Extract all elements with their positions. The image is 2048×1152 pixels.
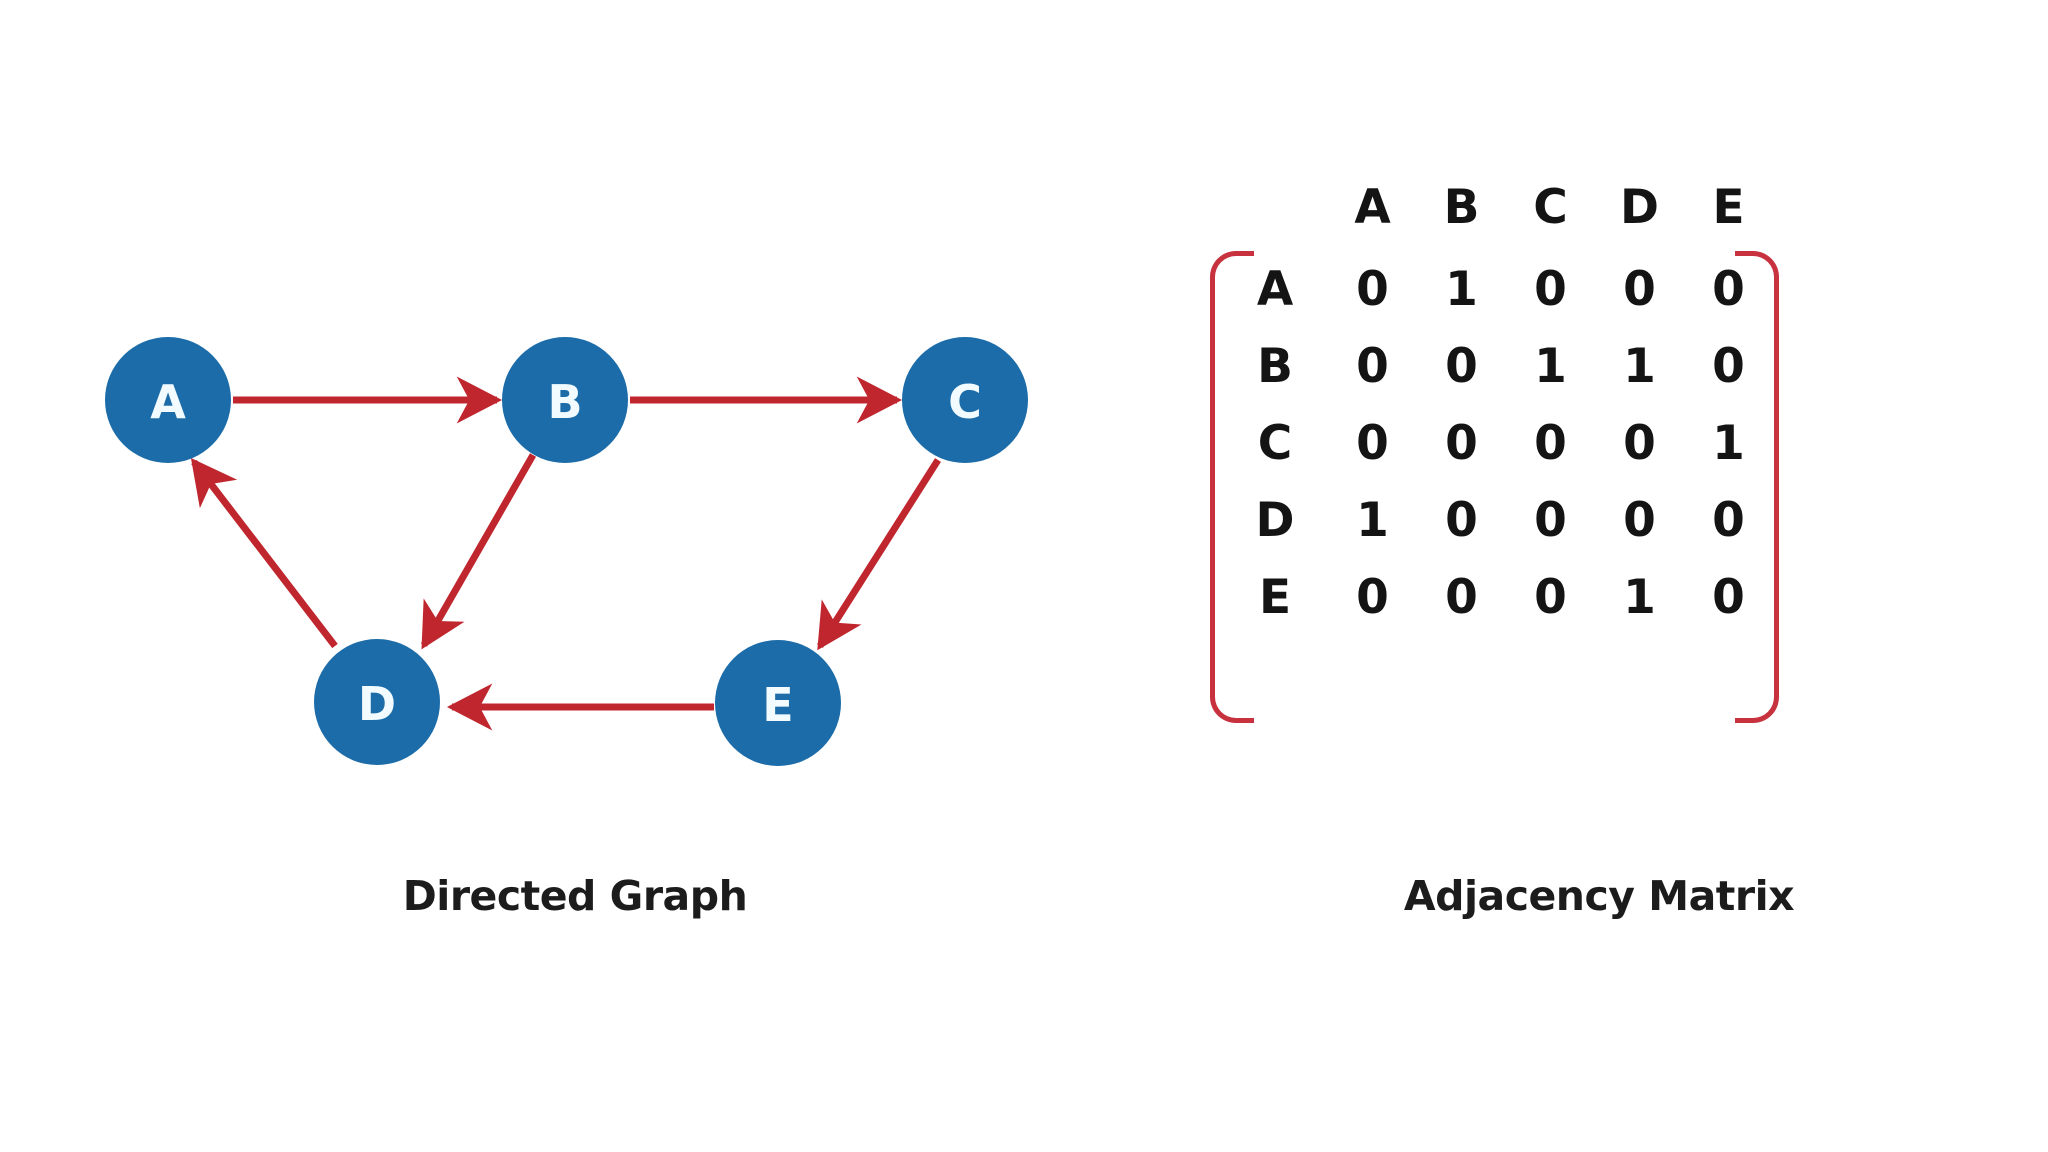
adjacency-matrix-caption: Adjacency Matrix: [1403, 872, 1795, 920]
graph-node-e[interactable]: E: [715, 640, 841, 766]
matrix-corner-cell: [1222, 165, 1328, 251]
matrix-cell-b-b: 0: [1445, 339, 1478, 394]
matrix-cell-d-e: 0: [1712, 493, 1745, 548]
matrix-row-header-a: A: [1256, 262, 1294, 317]
matrix-row-header-b: B: [1257, 339, 1293, 394]
graph-nodes: A B C D E: [105, 337, 1028, 766]
matrix-cell-e-a: 0: [1356, 570, 1389, 625]
node-label-b: B: [547, 375, 582, 429]
adjacency-matrix-table: A B C D E A 0 1 0 0 0 B 0 0: [1222, 165, 1773, 636]
matrix-cell-d-c: 0: [1534, 493, 1567, 548]
matrix-cell-e-e: 0: [1712, 570, 1745, 625]
matrix-col-header-b: B: [1443, 180, 1480, 235]
matrix-row-header-e: E: [1258, 570, 1292, 625]
node-label-e: E: [762, 678, 793, 732]
edge-d-a: [190, 457, 338, 649]
node-circle-e[interactable]: [715, 640, 841, 766]
node-label-a: A: [150, 375, 186, 429]
adjacency-matrix-panel: A B C D E A 0 1 0 0 0 B 0 0: [1150, 0, 2048, 1152]
edge-b-d: [420, 453, 537, 650]
matrix-col-header-c: C: [1533, 180, 1568, 235]
matrix-col-header-a: A: [1354, 180, 1391, 235]
matrix-header-row: A B C D E: [1222, 165, 1773, 251]
node-circle-b[interactable]: [502, 337, 628, 463]
matrix-right-bracket: [1735, 251, 1779, 723]
matrix-row-a: A 0 1 0 0 0: [1222, 251, 1773, 328]
matrix-left-bracket: [1210, 251, 1254, 723]
matrix-cell-b-a: 0: [1356, 339, 1389, 394]
matrix-cell-b-c: 1: [1534, 339, 1567, 394]
matrix-cell-d-d: 0: [1623, 493, 1656, 548]
matrix-col-header-d: D: [1619, 180, 1659, 235]
matrix-cell-a-a: 0: [1356, 262, 1389, 317]
edge-c-e: [817, 458, 941, 651]
directed-graph-svg: A B C D E: [105, 337, 1028, 766]
matrix-cell-b-d: 1: [1623, 339, 1656, 394]
matrix-cell-c-e: 1: [1712, 416, 1745, 471]
matrix-row-header-c: C: [1257, 416, 1293, 471]
graph-node-c[interactable]: C: [902, 337, 1028, 463]
matrix-cell-a-b: 1: [1445, 262, 1478, 317]
graph-node-b[interactable]: B: [502, 337, 628, 463]
matrix-col-header-e: E: [1712, 180, 1745, 235]
node-label-c: C: [948, 375, 982, 429]
matrix-cell-e-d: 1: [1623, 570, 1656, 625]
adjacency-matrix-grid: A B C D E A 0 1 0 0 0 B 0 0: [1210, 165, 1779, 723]
node-circle-a[interactable]: [105, 337, 231, 463]
matrix-cell-e-c: 0: [1534, 570, 1567, 625]
graph-node-d[interactable]: D: [314, 639, 440, 765]
matrix-row-b: B 0 0 1 1 0: [1222, 328, 1773, 405]
matrix-cell-c-d: 0: [1623, 416, 1656, 471]
matrix-row-header-d: D: [1255, 493, 1295, 548]
matrix-row-c: C 0 0 0 0 1: [1222, 405, 1773, 482]
matrix-cell-b-e: 0: [1712, 339, 1745, 394]
node-label-d: D: [358, 677, 396, 731]
node-circle-d[interactable]: [314, 639, 440, 765]
graph-edges: [190, 376, 941, 731]
matrix-cell-a-d: 0: [1623, 262, 1656, 317]
directed-graph-panel: A B C D E: [105, 337, 1028, 766]
matrix-cell-c-a: 0: [1356, 416, 1389, 471]
matrix-row-d: D 1 0 0 0 0: [1222, 482, 1773, 559]
graph-node-a[interactable]: A: [105, 337, 231, 463]
matrix-cell-a-c: 0: [1534, 262, 1567, 317]
matrix-cell-d-b: 0: [1445, 493, 1478, 548]
matrix-cell-c-b: 0: [1445, 416, 1478, 471]
directed-graph-caption: Directed Graph: [402, 872, 748, 920]
matrix-cell-c-c: 0: [1534, 416, 1567, 471]
matrix-cell-e-b: 0: [1445, 570, 1478, 625]
matrix-row-e: E 0 0 0 1 0: [1222, 559, 1773, 636]
matrix-cell-d-a: 1: [1356, 493, 1389, 548]
node-circle-c[interactable]: [902, 337, 1028, 463]
